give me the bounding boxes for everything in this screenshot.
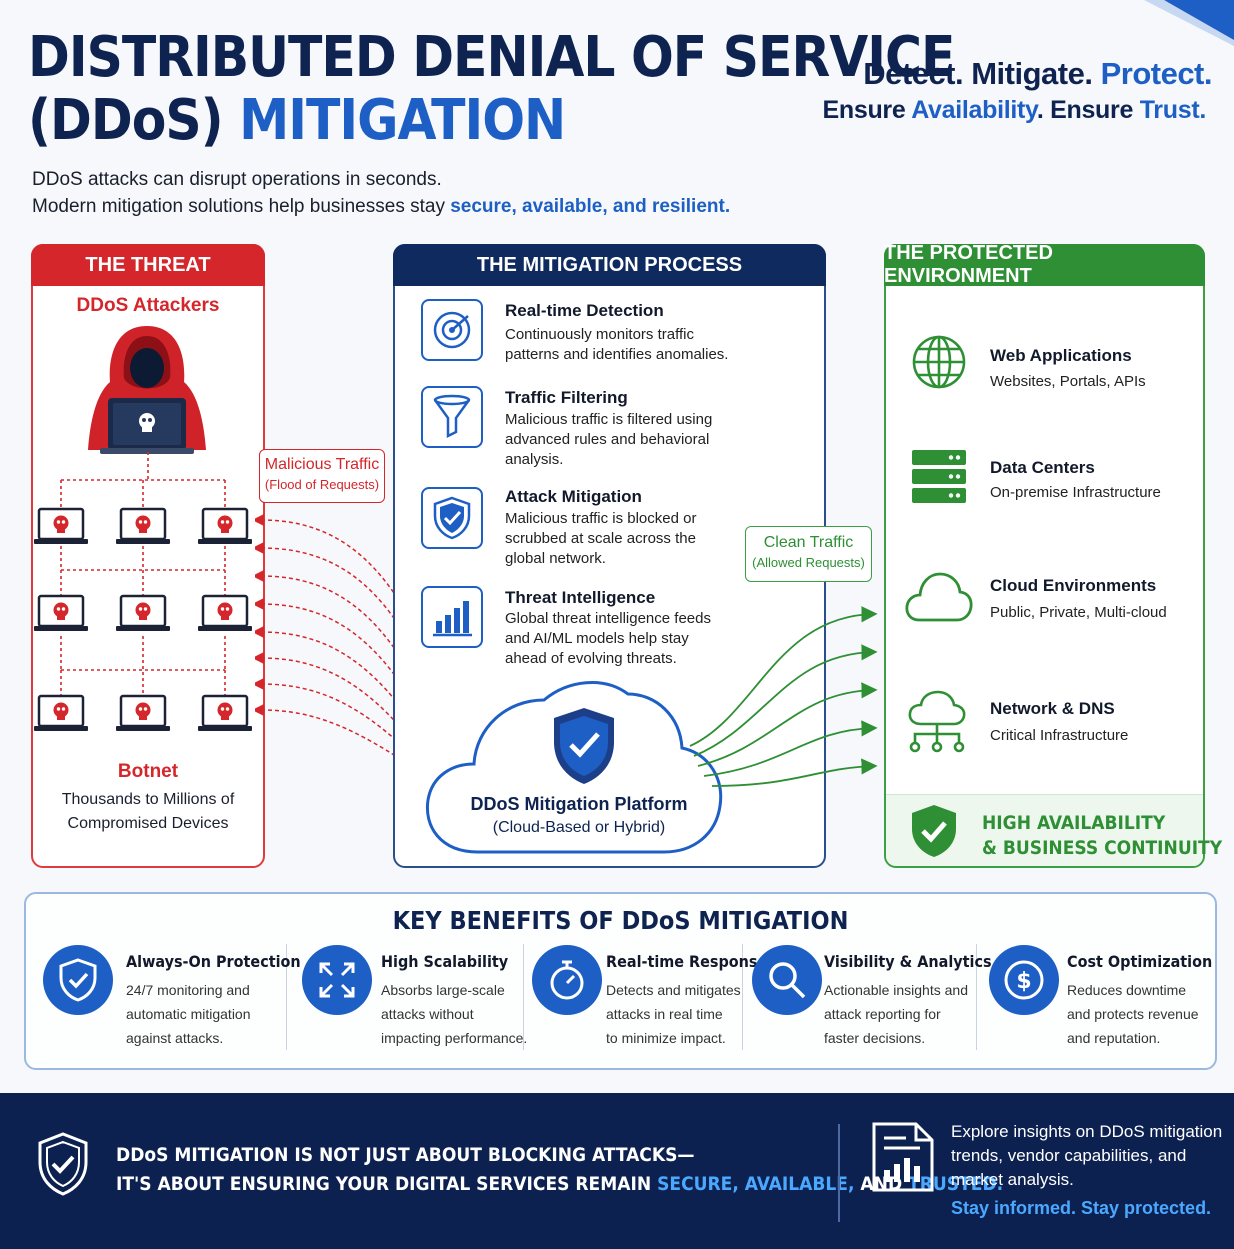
- botnet-devices: [32, 507, 254, 733]
- botnet-device-icon: [196, 694, 254, 733]
- botnet-description: Thousands to Millions of Compromised Dev…: [61, 791, 235, 832]
- step-title: Traffic Filtering: [505, 388, 628, 407]
- botnet-connections: [60, 452, 226, 695]
- clean-traffic-tag: Clean Traffic (Allowed Requests): [745, 526, 872, 582]
- divider: [286, 944, 287, 1050]
- expand-icon: [302, 945, 372, 1015]
- footer-divider: [838, 1124, 840, 1222]
- benefit-title: Always-On Protection: [126, 952, 301, 971]
- footer-side-text: Explore insights on DDoS mitigation tren…: [951, 1122, 1223, 1218]
- env-item-title: Data Centers: [990, 458, 1095, 477]
- corner-stripe: [1144, 0, 1234, 46]
- step-title: Threat Intelligence: [505, 588, 656, 607]
- botnet-device-icon: [196, 507, 254, 546]
- mitigation-process-header: THE MITIGATION PROCESS: [393, 244, 826, 286]
- footer-cta: Stay informed. Stay protected.: [951, 1198, 1212, 1218]
- hacker-icon: [88, 326, 206, 454]
- env-item-description: Websites, Portals, APIs: [990, 373, 1146, 390]
- page-title-line2: (DDoS) MITIGATION: [28, 88, 566, 153]
- network-cloud-icon: [908, 690, 966, 753]
- radar-icon: [421, 299, 483, 361]
- env-item-description: Public, Private, Multi-cloud: [990, 604, 1167, 621]
- botnet-device-icon: [32, 694, 90, 733]
- step-title: Real-time Detection: [505, 301, 664, 320]
- step-title: Attack Mitigation: [505, 487, 642, 506]
- high-availability-label: HIGH AVAILABILITY & BUSINESS CONTINUITY: [982, 812, 1223, 859]
- shield-check-icon: [38, 1132, 88, 1196]
- shield-check-icon: [421, 487, 483, 549]
- cloud-icon: [905, 572, 973, 622]
- bar-chart-icon: [421, 586, 483, 648]
- page-title-line1: DISTRIBUTED DENIAL OF SERVICE: [28, 25, 955, 90]
- attackers-label: DDoS Attackers: [76, 295, 220, 316]
- env-item-description: Critical Infrastructure: [990, 727, 1129, 744]
- dollar-icon: $: [989, 945, 1059, 1015]
- footer-banner: [0, 1093, 1234, 1249]
- benefit-title: Real-time Response: [606, 952, 768, 971]
- funnel-icon: [421, 386, 483, 448]
- globe-icon: [912, 335, 966, 389]
- threat-panel-header: THE THREAT: [31, 244, 265, 286]
- stopwatch-icon: [532, 945, 602, 1015]
- server-icon: [912, 450, 966, 503]
- key-benefits-title: KEY BENEFITS OF DDoS MITIGATION: [392, 906, 849, 935]
- env-item-title: Web Applications: [990, 346, 1132, 365]
- intro-text: DDoS attacks can disrupt operations in s…: [32, 169, 731, 217]
- botnet-device-icon: [114, 594, 172, 633]
- footer-message: DDoS MITIGATION IS NOT JUST ABOUT BLOCKI…: [116, 1144, 1004, 1195]
- shield-check-icon: [43, 945, 113, 1015]
- clean-traffic-arrows: [689, 606, 878, 787]
- protected-environment-header: THE PROTECTED ENVIRONMENT: [884, 242, 1205, 287]
- divider: [976, 944, 977, 1050]
- botnet-label: Botnet: [117, 761, 179, 782]
- benefit-title: Cost Optimization: [1067, 952, 1213, 971]
- tagline-line1: Detect. Mitigate. Protect.: [863, 56, 1212, 91]
- divider: [523, 944, 524, 1050]
- botnet-device-icon: [32, 507, 90, 546]
- tagline-line2: Ensure Availability. Ensure Trust.: [822, 96, 1207, 124]
- platform-subtitle: (Cloud-Based or Hybrid): [492, 819, 666, 836]
- malicious-traffic-tag: Malicious Traffic (Flood of Requests): [259, 449, 385, 503]
- magnifier-icon: [752, 945, 822, 1015]
- env-item-title: Network & DNS: [990, 699, 1115, 718]
- mitigation-platform-cloud: [425, 681, 723, 854]
- divider: [742, 944, 743, 1050]
- platform-title: DDoS Mitigation Platform: [470, 794, 688, 814]
- shield-check-icon: [912, 805, 956, 857]
- botnet-device-icon: [196, 594, 254, 633]
- botnet-device-icon: [114, 507, 172, 546]
- benefit-title: High Scalability: [381, 952, 509, 971]
- env-item-description: On-premise Infrastructure: [990, 484, 1161, 501]
- benefit-title: Visibility & Analytics: [824, 952, 992, 971]
- report-chart-icon: [872, 1122, 934, 1192]
- botnet-device-icon: [32, 594, 90, 633]
- botnet-device-icon: [114, 694, 172, 733]
- env-item-title: Cloud Environments: [990, 576, 1157, 595]
- svg-text:$: $: [1016, 969, 1031, 994]
